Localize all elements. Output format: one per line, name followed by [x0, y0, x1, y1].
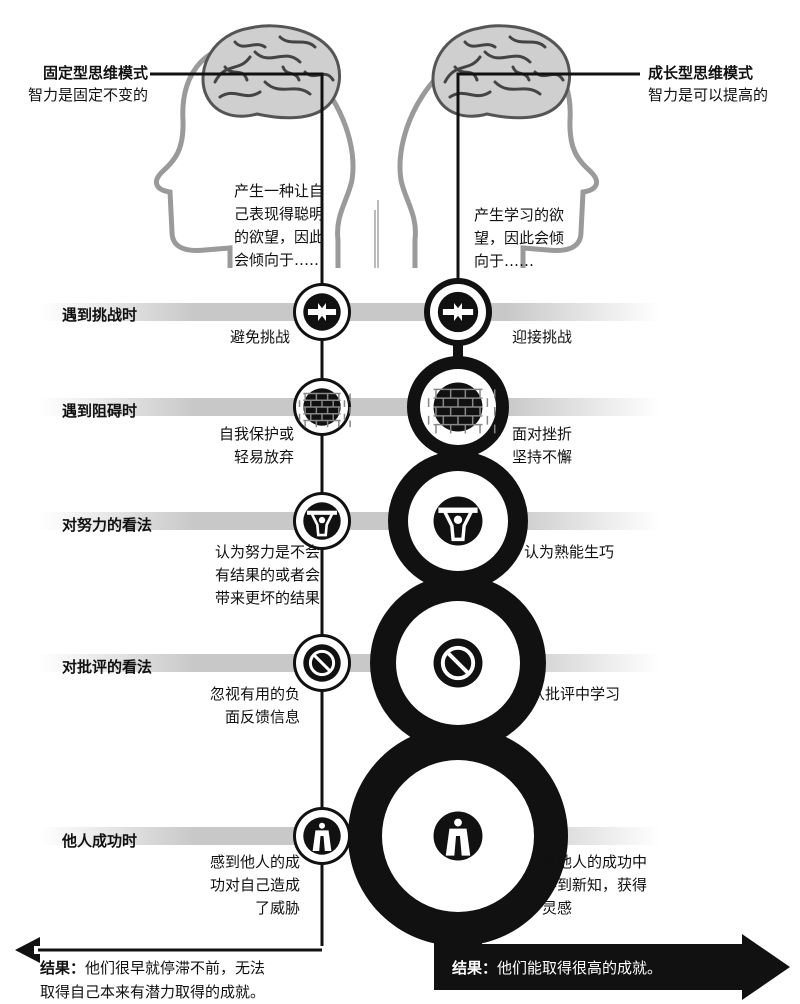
- growth-brick-wall-icon-1: [427, 382, 496, 434]
- growth-outcome-arrow: [434, 900, 790, 1000]
- growth-response-others-success: 从他人的成功中 学到新知，获得 灵感: [542, 853, 648, 917]
- fixed-subtitle: 智力是固定不变的: [27, 86, 148, 104]
- fixed-response-challenge: 避免挑战: [229, 328, 290, 346]
- fixed-weightlifter-icon-2: [303, 502, 341, 540]
- stage-label-obstacle: 遇到阻碍时: [62, 402, 138, 420]
- growth-response-challenge: 迎接挑战: [512, 328, 573, 346]
- fixed-title: 固定型思维模式: [42, 64, 148, 82]
- growth-outcome: 结果：他们能取得很高的成就。: [452, 956, 662, 980]
- growth-response-criticism: 从批评中学习: [530, 685, 621, 703]
- growth-arrows-icon-0: [437, 291, 479, 333]
- growth-weightlifter-icon-2: [433, 496, 483, 546]
- stage-label-others-success: 他人成功时: [62, 832, 138, 850]
- growth-person-icon-4: [433, 811, 483, 861]
- stage-label-effort: 对努力的看法: [62, 516, 153, 534]
- left-head-outline: [153, 41, 356, 268]
- growth-subtitle: 智力是可以提高的: [648, 86, 769, 104]
- fixed-desire-text: 产生一种让自 己表现得聪明 的欲望，因此 会倾向于……: [233, 182, 324, 269]
- growth-prohibition-icon-3: [433, 638, 483, 688]
- growth-response-effort: 认为熟能生巧: [524, 543, 615, 561]
- fixed-outcome-text: 他们很早就停滞不前，无法 取得自己本来有潜力取得的成就。: [40, 959, 266, 1001]
- fixed-response-effort: 认为努力是不会 有结果的或者会 带来更坏的结果: [214, 543, 320, 607]
- growth-outcome-text: 他们能取得很高的成就。: [497, 959, 663, 977]
- fixed-prohibition-icon-3: [303, 644, 341, 682]
- fixed-outcome-arrow: [15, 937, 40, 963]
- fixed-person-icon-4: [303, 817, 341, 855]
- fixed-response-obstacle: 自我保护或 轻易放弃: [218, 425, 294, 466]
- fixed-outcome-label: 结果：: [40, 959, 86, 977]
- fixed-response-criticism: 忽视有用的负 面反馈信息: [209, 685, 300, 726]
- growth-flow-line: [456, 72, 640, 284]
- stage-label-challenge: 遇到挑战时: [62, 306, 138, 324]
- left-brain-icon: [201, 24, 342, 120]
- growth-title: 成长型思维模式: [648, 64, 754, 82]
- growth-desire-text: 产生学习的欲 望，因此会倾 向于……: [474, 206, 565, 270]
- fixed-response-others-success: 感到他人的成 功对自己造成 了威胁: [209, 853, 300, 917]
- fixed-arrows-icon-0: [303, 293, 341, 331]
- right-brain-icon: [431, 24, 572, 120]
- growth-outcome-label: 结果：: [452, 959, 498, 977]
- fixed-brick-wall-icon-1: [298, 388, 351, 428]
- stage-label-criticism: 对批评的看法: [62, 658, 153, 676]
- fixed-outcome: 结果：他们很早就停滞不前，无法 取得自己本来有潜力取得的成就。: [40, 956, 265, 1004]
- growth-response-obstacle: 面对挫折 坚持不懈: [512, 425, 573, 466]
